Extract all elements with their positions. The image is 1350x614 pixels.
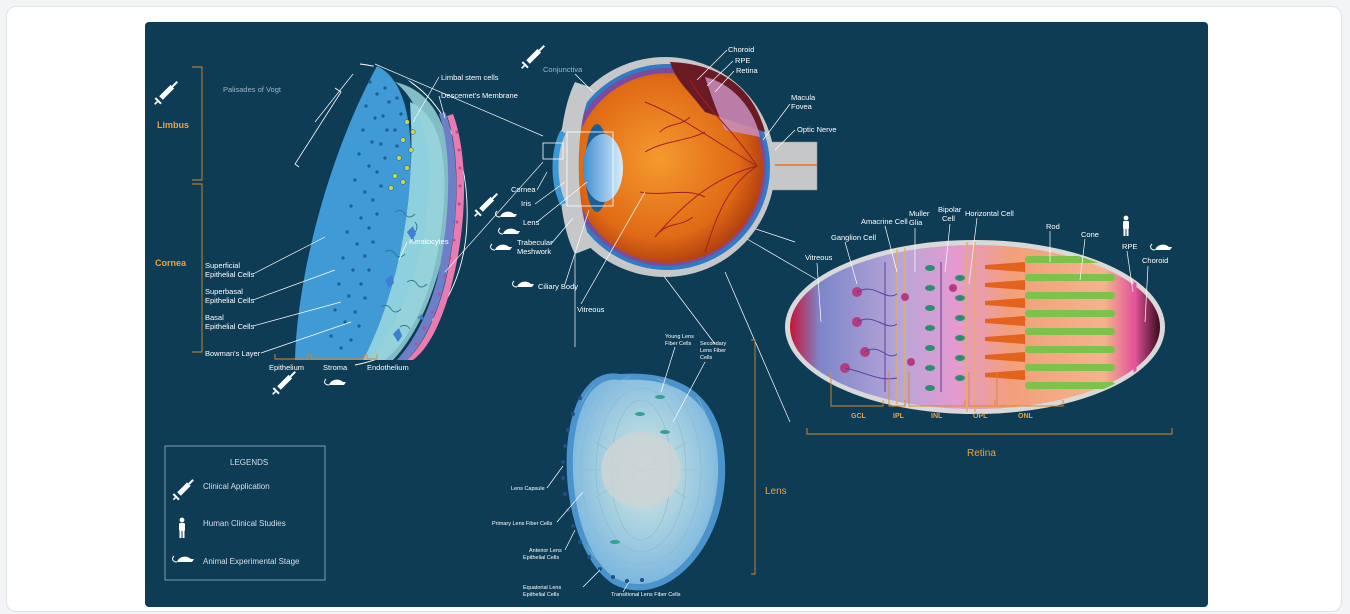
label-descemets-membrane: Descemet's Membrane [441,91,518,100]
human-icon [1123,216,1129,236]
rat-icon [491,244,512,250]
label-optic-nerve: Optic Nerve [797,125,837,134]
label-lens: Lens [523,218,540,227]
retina-section: Ganglion Cell Amacrine Cell Muller Glia … [785,205,1172,459]
label-macula: Macula [791,93,816,102]
label-muller-1: Muller [909,209,930,218]
label-young-lens-1: Young Lens [665,334,694,340]
label-trabecular-1: Trabecular [517,238,553,247]
label-choroid-retina: Choroid [1142,256,1168,265]
rat-icon [499,228,520,234]
label-secondary-2: Lens Fiber [700,348,726,354]
label-basal-2: Epithelial Cells [205,322,254,331]
rat-icon [513,281,534,287]
label-retina-top: Retina [736,66,759,75]
legend-human-icon [179,518,185,538]
label-secondary-3: Cells [700,355,712,361]
rat-icon [325,379,346,385]
label-equatorial-1: Equatorial Lens [523,585,561,591]
label-equatorial-2: Epithelial Cells [523,592,559,598]
label-ciliary-body: Ciliary Body [538,282,578,291]
legend-box: LEGENDS Clinical Application Human Clini… [165,446,325,580]
label-keratocytes: Keratocytes [409,237,449,246]
label-superbasal-2: Epithelial Cells [205,296,254,305]
region-label-lens: Lens [765,486,787,497]
legend-item-animal: Animal Experimental Stage [203,557,300,566]
layer-inl: INL [931,413,943,420]
label-choroid: Choroid [728,45,754,54]
label-secondary-1: Secondary [700,341,727,347]
label-muller-2: Glia [909,218,923,227]
label-ganglion-cell: Ganglion Cell [831,233,876,242]
legend-syringe-icon [171,477,196,502]
label-conjunctiva: Conjunctiva [543,65,583,74]
label-rpe-retina: RPE [1122,242,1137,251]
label-vitreous-retina: Vitreous [805,253,833,262]
region-label-retina: Retina [967,448,996,459]
label-young-lens-2: Fiber Cells [665,341,692,347]
label-rod: Rod [1046,222,1060,231]
layer-opl: OPL [973,413,988,420]
label-basal-1: Basal [205,313,224,322]
label-cornea-eye: Cornea [511,185,536,194]
label-amacrine-cell: Amacrine Cell [861,217,908,226]
legend-rat-icon [173,556,194,562]
label-endothelium: Endothelium [367,363,409,372]
legend-item-human: Human Clinical Studies [203,519,286,528]
label-primary-fiber: Primary Lens Fiber Cells [492,521,552,527]
label-epithelium: Epithelium [269,363,304,372]
label-stroma: Stroma [323,363,348,372]
syringe-icon [152,79,180,107]
eye-anatomy-diagram: Limbus Cornea Palisades of Vogt Limbal s… [145,22,1208,607]
syringe-icon [270,369,298,397]
label-superficial-1: Superficial [205,261,240,270]
lens-section: Young Lens Fiber Cells Secondary Lens Fi… [492,334,787,598]
legend-item-clinical: Clinical Application [203,482,270,491]
label-trabecular-2: Meshwork [517,247,551,256]
label-anterior-2: Epithelial Cells [523,555,559,561]
legend-title: LEGENDS [230,458,268,467]
rat-icon [1151,244,1172,250]
layer-ipl: IPL [893,413,905,420]
label-lens-capsule: Lens Capsule [511,486,545,492]
label-transitional: Transitional Lens Fiber Cells [611,592,681,598]
region-label-limbus: Limbus [157,120,189,130]
region-label-cornea: Cornea [155,258,187,268]
label-iris: Iris [521,199,531,208]
label-fovea: Fovea [791,102,813,111]
layer-onl: ONL [1018,413,1034,420]
label-vitreous-eye: Vitreous [577,305,605,314]
label-palisades-of-vogt: Palisades of Vogt [223,85,282,94]
label-bowmans-layer: Bowman's Layer [205,349,261,358]
label-limbal-stem-cells: Limbal stem cells [441,73,499,82]
cornea-section: Limbus Cornea Palisades of Vogt Limbal s… [155,64,518,372]
layer-gcl: GCL [851,413,867,420]
label-superbasal-1: Superbasal [205,287,243,296]
label-anterior-1: Anterior Lens [529,548,562,554]
label-rpe: RPE [735,56,750,65]
label-horizontal-cell: Horizontal Cell [965,209,1014,218]
label-superficial-2: Epithelial Cells [205,270,254,279]
label-cone: Cone [1081,230,1099,239]
label-bipolar-1: Bipolar [938,205,962,214]
label-bipolar-2: Cell [942,214,955,223]
